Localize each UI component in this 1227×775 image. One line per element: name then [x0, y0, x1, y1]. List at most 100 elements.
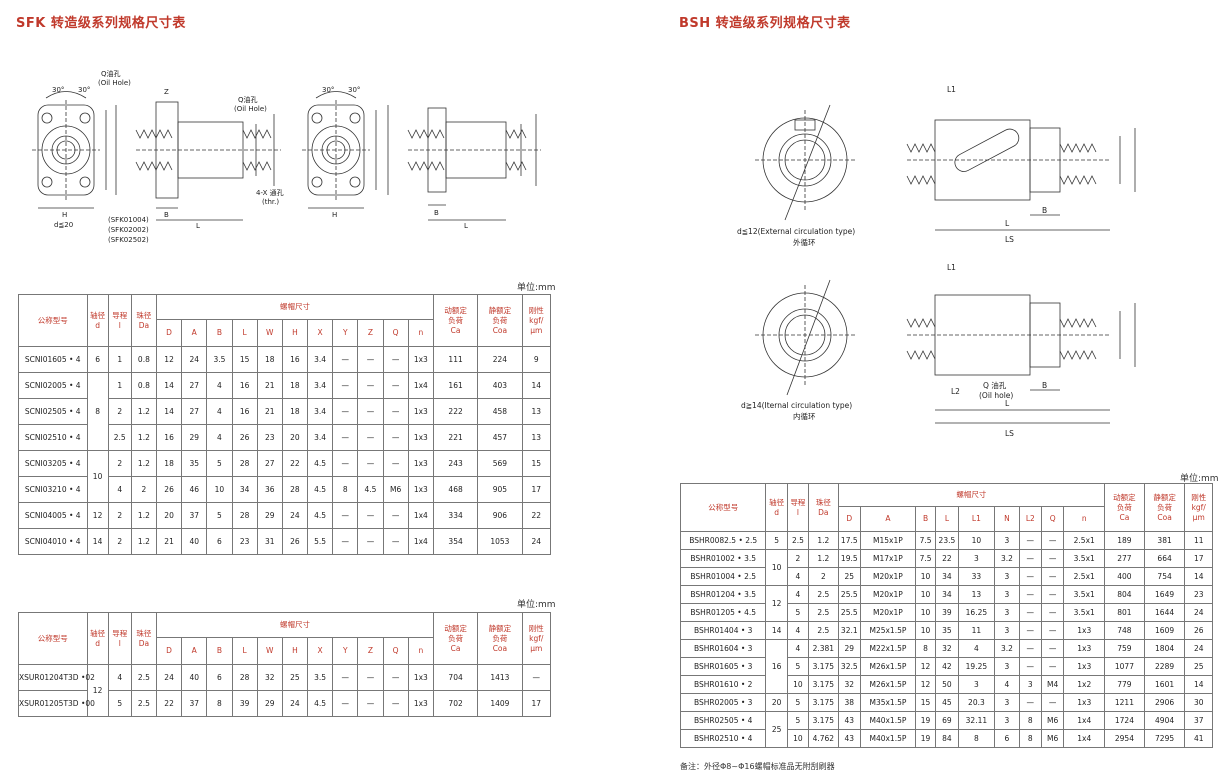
col-header: D [837, 506, 861, 532]
static-load-cell: 1409 [477, 690, 523, 717]
col-header: B [206, 319, 233, 347]
dimension-cell: 4 [957, 639, 996, 658]
dimension-cell: 16 [231, 372, 258, 399]
svg-text:(Oil Hole): (Oil Hole) [98, 79, 131, 87]
ball-diameter-cell: 2 [130, 476, 157, 503]
col-header: Y [332, 319, 359, 347]
rigidity-cell: 14 [521, 372, 552, 399]
dimension-cell: 4 [206, 398, 233, 425]
dimension-cell: 8 [914, 639, 937, 658]
dimension-cell: 3.4 [307, 346, 334, 373]
dynamic-load-cell: 222 [432, 398, 479, 425]
sfk-oil-hole-label: Q油孔 [101, 69, 121, 78]
dynamic-load-cell: 161 [432, 372, 479, 399]
ball-diameter-cell: 2.5 [808, 585, 839, 604]
ball-diameter-cell: 1.2 [130, 450, 157, 477]
dimension-cell: 2.5x1 [1063, 531, 1106, 550]
dimension-cell: 19 [914, 729, 937, 748]
col-header: A [181, 319, 208, 347]
dimension-cell: 10 [957, 531, 996, 550]
dimension-cell: 3.5 [307, 664, 334, 691]
dimension-cell: 21 [256, 372, 283, 399]
ball-diameter-cell: 0.8 [130, 346, 157, 373]
rigidity-cell: 17 [1184, 549, 1213, 568]
dimension-cell: 6 [206, 528, 233, 555]
static-load-cell: 2906 [1143, 693, 1186, 712]
dimension-cell: 5 [206, 502, 233, 529]
dimension-cell: 24 [281, 690, 309, 717]
dimension-cell: 8 [1018, 729, 1042, 748]
dimension-cell: 1x3 [1063, 621, 1106, 640]
dimension-cell: 5 [206, 450, 233, 477]
model-cell: SCNI02510 • 4 [18, 424, 88, 451]
dimension-cell: 8 [957, 729, 996, 748]
dimension-cell: 26 [231, 424, 258, 451]
shaft-diameter-cell: 14 [765, 621, 788, 640]
dimension-cell: 34 [231, 476, 258, 503]
lead-cell: 2 [107, 398, 132, 425]
dimension-cell: 3 [994, 693, 1020, 712]
col-header: L [231, 319, 258, 347]
lead-cell: 2 [786, 549, 810, 568]
model-cell: BSHR02510 • 4 [679, 729, 767, 748]
angle-label-1: 30° [52, 86, 64, 94]
rigidity-cell: 15 [521, 450, 552, 477]
dynamic-load-cell: 748 [1104, 621, 1145, 640]
dynamic-load-cell: 1077 [1104, 657, 1145, 676]
rigidity-cell: 25 [1184, 657, 1213, 676]
dimension-cell: M17x1P [859, 549, 916, 568]
dimension-cell: 10 [914, 567, 937, 586]
dimension-cell: 39 [935, 603, 959, 622]
dimension-cell: 14 [155, 372, 183, 399]
dimension-cell: — [357, 450, 384, 477]
dimension-cell: 11 [957, 621, 996, 640]
dimension-cell: — [1018, 693, 1042, 712]
dimension-cell: 4.5 [357, 476, 384, 503]
unit-label-sfk: 单位:mm [517, 283, 556, 293]
dimension-cell: 31 [256, 528, 283, 555]
rigidity-cell: 22 [521, 502, 552, 529]
dimension-cell: 25 [837, 567, 861, 586]
dynamic-load-cell: 243 [432, 450, 479, 477]
model-cell: SCNI04010 • 4 [18, 528, 88, 555]
ball-diameter-cell: 1.2 [808, 531, 839, 550]
dimension-cell: — [1018, 639, 1042, 658]
dimension-cell: 34 [935, 585, 959, 604]
rigidity-cell: 37 [1184, 711, 1213, 730]
dimension-cell: 12 [914, 675, 937, 694]
dimension-cell: 1x3 [1063, 693, 1106, 712]
svg-text:LS: LS [1005, 429, 1014, 438]
rigidity-cell: 17 [521, 476, 552, 503]
dimension-cell: — [1018, 549, 1042, 568]
lead-cell: 4 [786, 621, 810, 640]
lead-cell: 5 [107, 690, 132, 717]
dynamic-load-cell: 334 [432, 502, 479, 529]
lead-cell: 5 [786, 657, 810, 676]
dimension-cell: — [1040, 567, 1065, 586]
dimension-cell: 3 [994, 621, 1020, 640]
dimension-cell: M6 [1040, 711, 1065, 730]
dimension-cell: 18 [256, 346, 283, 373]
dimension-cell: — [382, 528, 409, 555]
dimension-cell: — [1018, 603, 1042, 622]
svg-text:B: B [164, 211, 169, 219]
dimension-cell: M40x1.5P [859, 729, 916, 748]
svg-text:H: H [62, 211, 67, 219]
model-cell: SCNI03205 • 4 [18, 450, 88, 477]
lead-cell: 2 [107, 528, 132, 555]
dimension-cell: 18 [155, 450, 183, 477]
dimension-cell: — [1040, 657, 1065, 676]
lead-cell: 2 [107, 450, 132, 477]
sfk-title: SFK 转造级系列规格尺寸表 [16, 16, 186, 31]
dimension-cell: 17.5 [837, 531, 861, 550]
dimension-cell: M40x1.5P [859, 711, 916, 730]
dimension-cell: 40 [181, 528, 208, 555]
dimension-cell: M22x1.5P [859, 639, 916, 658]
lead-cell: 2.5 [107, 424, 132, 451]
